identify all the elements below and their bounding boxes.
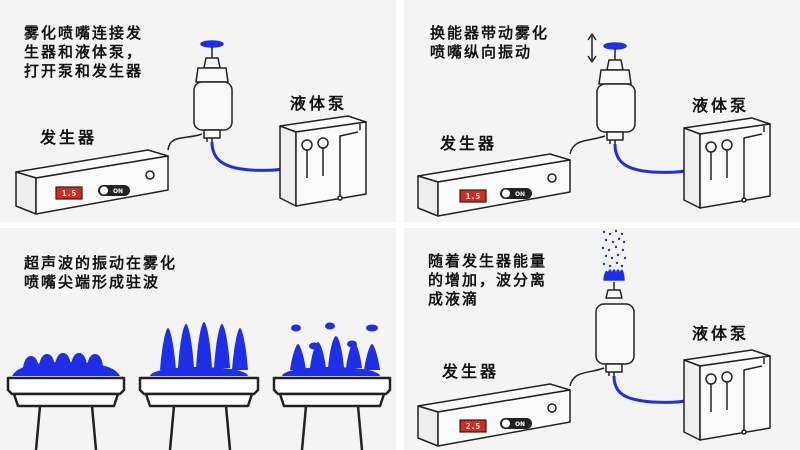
generator-box — [15, 149, 169, 215]
generator-label: 发生器 — [440, 134, 498, 153]
liquid-tube — [613, 143, 691, 174]
panel-standing-wave: 超声波的振动在雾化 喷嘴尖端形成驻波 — [0, 228, 396, 450]
atomization-illustration: 2.5 ON — [417, 229, 771, 447]
panel-droplet-formation: 2.5 ON 随着发生器能量 的增加，波分离 成液滴 发生器 液体泵 — [404, 228, 800, 450]
standing-wave-illustration — [6, 322, 392, 450]
liquid-tube — [210, 141, 289, 172]
pump-label: 液体泵 — [692, 96, 750, 115]
generator-controls: 2.5 ON — [459, 418, 532, 433]
pump-box — [683, 349, 771, 441]
generator-controls: 1.5 ON — [459, 188, 532, 203]
liquid-tube — [612, 375, 691, 404]
generator-display-value: 1.5 — [62, 189, 77, 198]
generator-display — [459, 189, 487, 203]
power-switch-label: ON — [113, 188, 123, 195]
generator-box — [417, 153, 571, 217]
power-cable — [167, 133, 203, 151]
panel-caption: 随着发生器能量 的增加，波分离 成液滴 — [428, 252, 548, 308]
generator-box — [417, 383, 571, 447]
power-switch-label: ON — [515, 421, 525, 428]
power-switch-label: ON — [515, 191, 525, 198]
vibration-arrow-icon — [587, 33, 597, 63]
atomizer-nozzle — [595, 269, 635, 376]
generator-display — [459, 419, 487, 433]
generator-controls: 1.5 ON — [55, 185, 130, 200]
generator-label: 发生器 — [442, 362, 500, 381]
panel-connect-setup: 1.5 ON 雾化喷嘴连接发 生器和液体泵， 打开泵和发生器 发生器 液体泵 — [0, 0, 396, 222]
panel-caption: 换能器带动雾化 喷嘴纵向振动 — [430, 24, 550, 61]
power-cable — [569, 135, 606, 155]
droplets — [291, 322, 378, 350]
panel-caption: 雾化喷嘴连接发 生器和液体泵， 打开泵和发生器 — [24, 24, 144, 80]
pump-box — [279, 115, 367, 207]
nozzle-tip-low-amplitude — [6, 353, 126, 450]
generator-display-value: 2.5 — [466, 422, 481, 431]
panel-transducer-vibration: 1.5 ON 换能器带动雾化 喷嘴纵向振动 发生器 液体泵 — [404, 0, 800, 222]
pump-box — [683, 117, 771, 209]
mist-droplets — [601, 229, 627, 268]
panel-caption: 超声波的振动在雾化 喷嘴尖端形成驻波 — [24, 254, 178, 291]
generator-label: 发生器 — [40, 128, 98, 147]
power-cable — [569, 367, 605, 387]
generator-display-value: 1.5 — [466, 192, 481, 201]
pump-label: 液体泵 — [692, 324, 750, 343]
vibration-illustration: 1.5 ON — [417, 33, 771, 217]
nozzle-tip-standing-wave — [138, 322, 260, 450]
pump-label: 液体泵 — [290, 94, 348, 113]
atomizer-nozzle — [596, 42, 636, 144]
generator-display — [55, 186, 83, 200]
setup-illustration: 1.5 ON — [15, 40, 367, 215]
nozzle-tip-droplet-release — [272, 322, 392, 450]
atomizer-nozzle — [193, 40, 233, 142]
